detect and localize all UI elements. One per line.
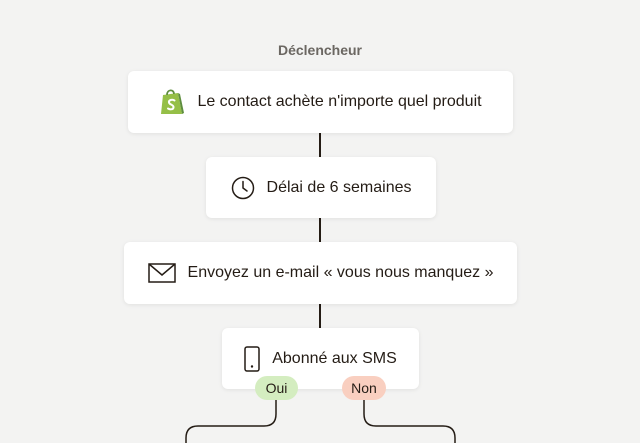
envelope-icon [147, 263, 176, 283]
branch-yes-badge[interactable]: Oui [255, 376, 298, 400]
shopify-bag-icon [159, 88, 185, 116]
connector-line [319, 133, 321, 157]
connector-line [319, 218, 321, 242]
step-label: Envoyez un e-mail « vous nous manquez » [187, 264, 494, 281]
step-label: Abonné aux SMS [272, 349, 397, 367]
clock-icon [231, 176, 255, 200]
step-label: Délai de 6 semaines [266, 178, 412, 196]
branch-yes-label: Oui [265, 380, 288, 396]
trigger-step-card[interactable]: Le contact achète n'importe quel produit [128, 71, 513, 133]
branch-no-badge[interactable]: Non [342, 376, 386, 400]
mobile-phone-icon [244, 345, 260, 372]
trigger-label: Déclencheur [277, 42, 363, 58]
sms-condition-card[interactable]: Abonné aux SMS [222, 328, 419, 389]
branch-no-label: Non [351, 380, 377, 396]
delay-step-card[interactable]: Délai de 6 semaines [206, 157, 436, 218]
connector-line [319, 304, 321, 328]
step-label: Le contact achète n'importe quel produit [197, 93, 482, 110]
email-step-card[interactable]: Envoyez un e-mail « vous nous manquez » [124, 242, 517, 304]
